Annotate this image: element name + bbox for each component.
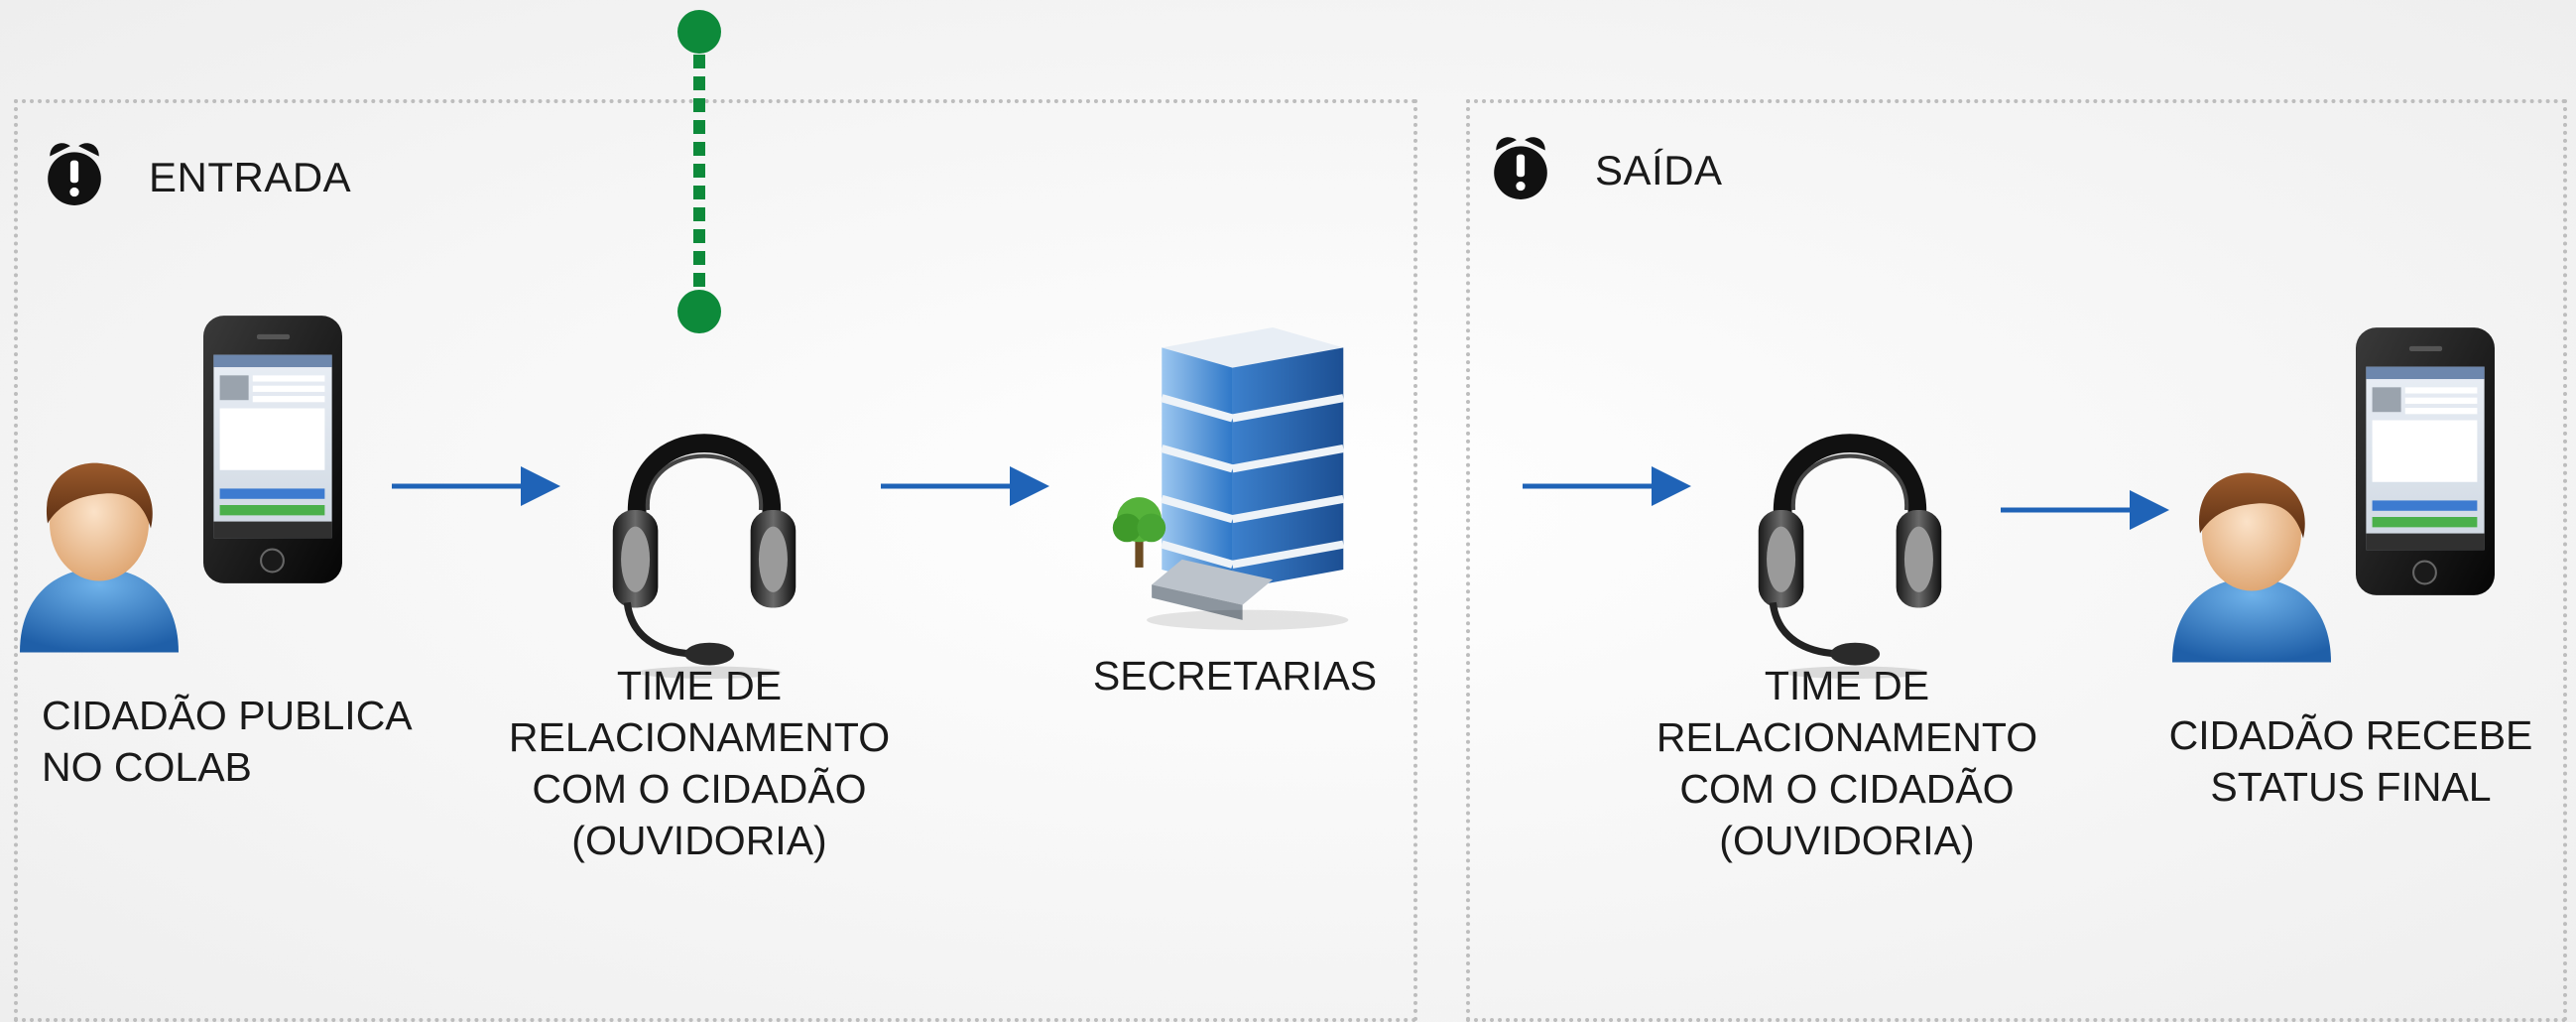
arrow-right-icon bbox=[1523, 466, 1691, 506]
time-relacionamento-entrada-label: TIME DE RELACIONAMENTO COM O CIDADÃO (OU… bbox=[508, 663, 891, 863]
headset-icon bbox=[1751, 397, 1949, 680]
arrow-right-icon bbox=[2001, 490, 2169, 530]
arrow-right-icon bbox=[392, 466, 560, 506]
smartphone-icon bbox=[2354, 326, 2497, 596]
headset-icon bbox=[605, 397, 803, 680]
connector-bottom-dot bbox=[677, 290, 721, 333]
saida-title: SAÍDA bbox=[1595, 147, 1723, 193]
time-relacionamento-saida-label: TIME DE RELACIONAMENTO COM O CIDADÃO (OU… bbox=[1656, 663, 2038, 863]
alarm-clock-icon bbox=[48, 143, 101, 205]
cidadao-publica-label: CIDADÃO PUBLICA NO COLAB bbox=[42, 693, 413, 790]
alarm-clock-icon bbox=[1494, 137, 1547, 199]
connector-line bbox=[677, 10, 721, 333]
smartphone-icon bbox=[201, 315, 344, 584]
arrow-right-icon bbox=[881, 466, 1049, 506]
tree-icon bbox=[1112, 497, 1166, 568]
person-icon bbox=[20, 462, 179, 653]
connector-top-dot bbox=[677, 10, 721, 54]
secretarias-label: SECRETARIAS bbox=[1092, 653, 1378, 699]
entrada-title: ENTRADA bbox=[149, 154, 352, 200]
office-building-icon bbox=[1121, 327, 1349, 630]
person-icon bbox=[2172, 472, 2331, 663]
cidadao-recebe-label: CIDADÃO RECEBE STATUS FINAL bbox=[2168, 712, 2533, 810]
